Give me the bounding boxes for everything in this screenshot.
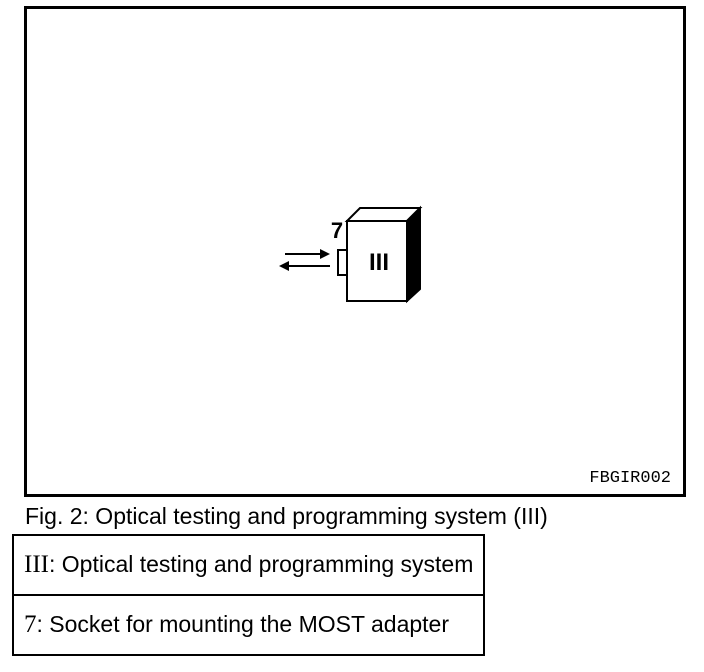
legend-key: 7 bbox=[24, 611, 37, 638]
figure-frame: III 7 FBGIR002 bbox=[24, 6, 686, 497]
arrow-left-icon bbox=[279, 261, 330, 271]
figure-code: FBGIR002 bbox=[589, 469, 671, 488]
socket bbox=[337, 249, 348, 276]
legend-text: Optical testing and programming system bbox=[55, 551, 474, 577]
figure-caption: Fig. 2: Optical testing and programming … bbox=[25, 503, 548, 529]
device-label: III bbox=[369, 249, 389, 276]
socket-label: 7 bbox=[331, 218, 343, 243]
legend-row: 7: Socket for mounting the MOST adapter bbox=[11, 594, 486, 656]
legend-table: III: Optical testing and programming sys… bbox=[11, 534, 486, 656]
legend-row: III: Optical testing and programming sys… bbox=[11, 534, 486, 596]
legend-separator: : bbox=[48, 551, 56, 577]
legend-text: Socket for mounting the MOST adapter bbox=[42, 611, 450, 637]
legend-cell: 7: Socket for mounting the MOST adapter bbox=[11, 594, 486, 656]
legend-cell: III: Optical testing and programming sys… bbox=[11, 534, 486, 596]
legend-key: III bbox=[24, 551, 49, 578]
legend-separator: : bbox=[36, 611, 43, 637]
device-box-side bbox=[406, 205, 421, 304]
device-box-front bbox=[346, 220, 408, 302]
optical-system-diagram: III 7 bbox=[279, 205, 423, 304]
arrow-right-icon bbox=[285, 249, 330, 259]
